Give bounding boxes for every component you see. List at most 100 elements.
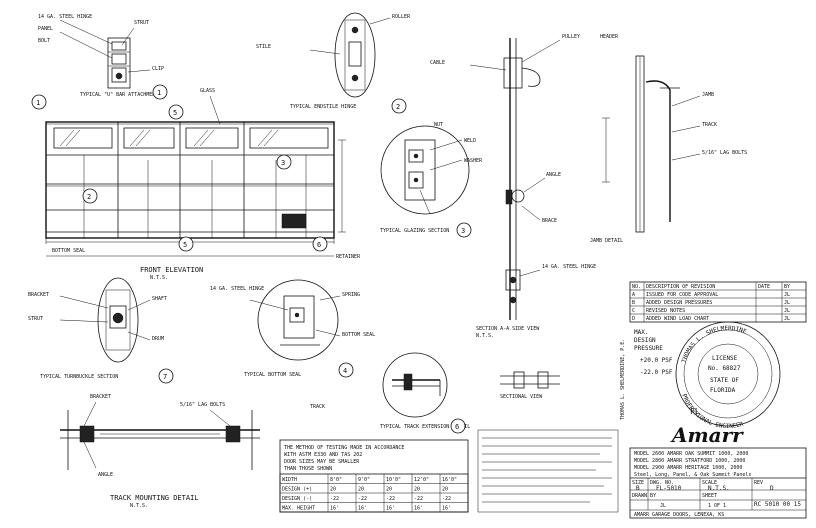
note-jamb: JAMB (702, 92, 714, 98)
revision-cell: NO. (632, 284, 641, 290)
title-track-ext: TYPICAL TRACK EXTENSION DETAIL (380, 424, 470, 430)
revision-cell: D (632, 316, 635, 322)
title-endstile-detail: TYPICAL GLAZING SECTION (380, 228, 449, 234)
note-tm-c: ANGLE (98, 472, 113, 478)
callout-1 (31, 94, 47, 110)
svg-text:4: 4 (343, 367, 347, 375)
pressure-table-cell: -22 (414, 496, 423, 502)
callout-2 (391, 98, 407, 114)
svg-text:THAN THOSE SHOWN: THAN THOSE SHOWN (284, 466, 332, 472)
pressure-table-cell: -22 (330, 496, 339, 502)
svg-text:6: 6 (317, 241, 321, 249)
svg-text:5: 5 (183, 241, 187, 249)
callout-1-top (152, 84, 168, 100)
callout-7 (158, 368, 174, 384)
svg-text:DRAWN BY: DRAWN BY (632, 493, 656, 499)
title-side-section: SECTION A-A SIDE VIEW (476, 326, 540, 332)
note-tm-b: 5/16" LAG BOLTS (180, 402, 225, 408)
note-turnbuckle-a: BRACKET (28, 292, 49, 298)
scale-side-section: N.T.S. (476, 333, 494, 339)
pressure-table-cell: DESIGN (-) (282, 496, 312, 502)
pressure-table-cell: 16' (330, 506, 339, 512)
scale-track-mounting: N.T.S. (130, 503, 148, 509)
pressure-table-cell: -22 (442, 496, 451, 502)
note-turnbuckle-d: DRUM (152, 336, 164, 342)
general-notes (477, 429, 619, 513)
model-line-4: Steel, Long, Panel, & Oak Summit Panels (634, 472, 751, 478)
track-mounting-detail: BRACKET 5/16" LAG BOLTS ANGLE TRACK MOUN… (60, 394, 260, 509)
sheet-value: 1 OF 1 (708, 503, 726, 509)
front-elevation: 1 5 2 TYPICAL ENDSTILE HINGE GLASS (31, 88, 407, 281)
svg-text:MAX.: MAX. (634, 329, 648, 336)
callout-2-elev (82, 188, 98, 204)
title-block: MODEL 2600 AMARR OAK SUMMIT 1000, 2000 M… (629, 447, 807, 519)
note-roller: ROLLER (392, 14, 411, 20)
note-track-a: TRACK (310, 404, 325, 410)
u-bar-detail: 14 GA. STEEL HINGE PANEL BOLT STRUT CLIP… (38, 14, 168, 100)
callout-label: 1 (157, 89, 161, 97)
note-bottom-seal: BOTTOM SEAL (52, 248, 85, 254)
revision-cell: DATE (758, 284, 770, 290)
title-u-bar: TYPICAL "U" BAR ATTACHMENT (80, 92, 158, 98)
title-sectional: SECTIONAL VIEW (500, 394, 543, 400)
size-value: B (636, 485, 640, 492)
svg-text:REV: REV (754, 480, 763, 486)
callout-6-track (450, 418, 466, 434)
note-turnbuckle-b: STRUT (28, 316, 43, 322)
engineer-side-label: THOMAS L. SHELMERDINE, P.E. (620, 339, 626, 420)
revision-cell: JL (784, 292, 790, 298)
svg-text:DOOR SIZES MAY BE SMALLER: DOOR SIZES MAY BE SMALLER (284, 459, 360, 465)
svg-text:6: 6 (455, 423, 459, 431)
note-retainer: RETAINER (336, 254, 361, 260)
note-strut: STRUT (134, 20, 149, 26)
drawing-code: RC 5010 00 15 (754, 501, 801, 508)
amarr-logo: Amarr (670, 423, 744, 447)
note-pulley: PULLEY (562, 34, 580, 40)
pressure-table-cell: -22 (386, 496, 395, 502)
pressure-negative: -22.0 PSF (640, 369, 673, 376)
logo-text: Amarr (670, 423, 744, 447)
pressure-notes: MAX. DESIGN PRESSURE +20.0 PSF -22.0 PSF (634, 329, 673, 376)
svg-text:DESIGN: DESIGN (634, 337, 656, 344)
pressure-table-cell: 20 (330, 487, 336, 493)
note-track: TRACK (702, 122, 717, 128)
revision-cell: JL (784, 316, 790, 322)
note-glass: GLASS (200, 88, 215, 94)
revision-cell: REVISED NOTES (646, 308, 685, 314)
callout-5 (178, 236, 194, 252)
pressure-table-cell: DESIGN (+) (282, 487, 312, 493)
jamb-detail: JAMB TRACK 5/16" LAG BOLTS HEADER JAMB D… (590, 34, 747, 244)
svg-text:DWG. NO.: DWG. NO. (650, 480, 674, 486)
revision-cell: DESCRIPTION OF REVISION (646, 284, 715, 290)
turnbuckle-detail: BRACKET STRUT SHAFT DRUM TYPICAL TURNBUC… (28, 277, 174, 384)
pressure-table-cell: WIDTH (282, 477, 297, 483)
svg-text:PRESSURE: PRESSURE (634, 345, 663, 352)
note-nut: NUT (434, 122, 443, 128)
state-mark: FL (690, 407, 700, 416)
note-seal-c: 14 GA. STEEL HINGE (210, 286, 264, 292)
callout-3-elev (276, 154, 292, 170)
title-front-elevation: FRONT ELEVATION (140, 266, 203, 274)
title-endstile: TYPICAL ENDSTILE HINGE (290, 104, 356, 110)
drawn-value: JL (660, 503, 666, 509)
svg-text:No. 68827: No. 68827 (708, 365, 741, 372)
note-cable: CABLE (430, 60, 445, 66)
pressure-table-cell: 16' (442, 506, 451, 512)
sectional-view: SECTIONAL VIEW (500, 371, 560, 400)
callout-5-top (168, 104, 184, 120)
pressure-table-cell: 12'0" (414, 477, 429, 483)
revision-cell: BY (784, 284, 790, 290)
note-tm-a: BRACKET (90, 394, 111, 400)
pressure-table-cell: 20 (386, 487, 392, 493)
pressure-table-cell: -22 (358, 496, 367, 502)
pressure-table-cell: 20 (358, 487, 364, 493)
callout-4 (338, 362, 354, 378)
revision-cell: ADDED WIND LOAD CHART (646, 316, 709, 322)
rev-value: D (770, 485, 774, 492)
svg-text:THE METHOD OF TESTING MADE IN: THE METHOD OF TESTING MADE IN ACCORDANCE (284, 445, 404, 451)
pressure-table-cell: 16' (358, 506, 367, 512)
scale-front-elevation: N.T.S. (150, 275, 168, 281)
svg-text:SHEET: SHEET (702, 493, 717, 499)
note-header: HEADER (600, 34, 619, 40)
